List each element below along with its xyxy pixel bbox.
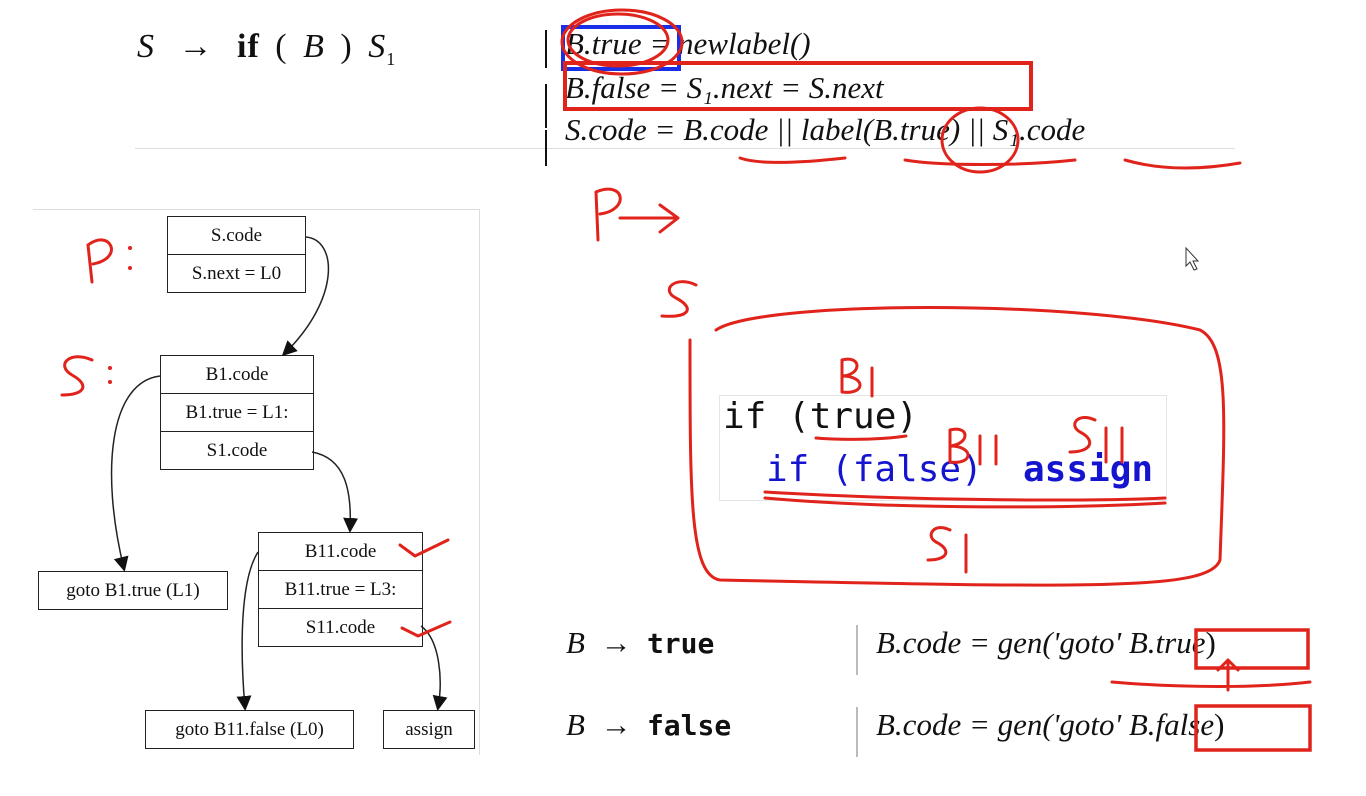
- semantic-line-1: B.true = newlabel(): [565, 26, 811, 61]
- ink-s1: [926, 526, 968, 574]
- node-cell: B1.true = L1:: [161, 394, 313, 432]
- mouse-cursor-icon: [1185, 246, 1200, 271]
- rule-row-false: B → false B.code = gen('goto' B.false): [562, 707, 1322, 767]
- ink-arrow-up: [1110, 658, 1312, 692]
- root-node: S.code S.next = L0: [167, 216, 306, 293]
- rule-divider: [545, 84, 547, 128]
- ink-scope-box: [688, 306, 1226, 587]
- ink-s-big: [660, 280, 698, 318]
- circle-b-true: [566, 12, 670, 68]
- node-cell: S.code: [168, 217, 305, 255]
- underline: [763, 490, 1167, 502]
- highlight-b-true-bottom: [1194, 628, 1310, 670]
- node-cell: S11.code: [305, 617, 376, 638]
- s1-node: B11.code B11.true = L3: S11.code: [258, 532, 423, 647]
- rule-divider: [545, 30, 547, 68]
- leaf-goto-b11-false: goto B11.false (L0): [145, 710, 354, 749]
- ink-s: [60, 355, 94, 397]
- tree-edges: [110, 236, 448, 711]
- rule-divider: [545, 130, 547, 166]
- ink-p: [86, 238, 113, 284]
- underline: [738, 156, 847, 165]
- leaf-goto-b1-true: goto B1.true (L1): [38, 571, 228, 610]
- node-cell: S1.code: [206, 440, 268, 461]
- rule-divider: [856, 625, 858, 675]
- semantic-line-3: S.code = B.code || label(B.true) || S₁.c…: [565, 112, 1086, 147]
- highlight-b-false-bottom: [1194, 704, 1312, 752]
- leaf-assign: assign: [383, 710, 475, 749]
- underline: [814, 434, 908, 441]
- rule-semantic: B.code = gen('goto' B.true): [876, 625, 1216, 660]
- semantic-line-2: B.false = S₁.next = S.next: [565, 70, 884, 105]
- circle-label-b: [940, 106, 1020, 174]
- highlight-b-false: [563, 61, 1033, 111]
- underline: [763, 496, 1167, 509]
- check-icon: [400, 620, 452, 638]
- rule-production: B → true: [566, 625, 715, 660]
- code-snippet: if (true) if (false) assign: [719, 395, 1167, 501]
- rule-divider: [856, 707, 858, 757]
- underline: [1123, 158, 1242, 170]
- parse-tree-panel: [33, 209, 480, 755]
- rule-production: B → false: [566, 707, 732, 742]
- node-cell: S.next = L0: [191, 263, 282, 284]
- production-if: S → if ( B ) S1: [137, 28, 397, 69]
- ink-p-arrow: [594, 187, 680, 242]
- code-line-2-assign: assign: [1023, 449, 1154, 490]
- underline: [903, 158, 1077, 166]
- ink-b1: [840, 357, 874, 398]
- s-node: B1.code B1.true = L1: S1.code: [160, 355, 314, 470]
- node-cell: B1.code: [161, 356, 313, 394]
- rule-semantic: B.code = gen('goto' B.false): [876, 707, 1225, 742]
- node-cell: B11.code: [259, 533, 422, 571]
- code-line-2-if: if (false): [766, 449, 983, 490]
- node-cell: B11.true = L3:: [259, 571, 422, 609]
- ink-b11: [948, 427, 998, 466]
- rule-row-true: B → true B.code = gen('goto' B.true): [562, 625, 1322, 685]
- circle-b-true: [560, 8, 684, 76]
- bool-rules-table: B → true B.code = gen('goto' B.true) B →…: [562, 615, 1322, 757]
- check-icon: [398, 538, 450, 558]
- code-line-1: if (true): [723, 396, 919, 437]
- top-rule-table: S → if ( B ) S1 B.true = newlabel() B.fa…: [135, 22, 1235, 166]
- ink-s11: [1068, 416, 1124, 464]
